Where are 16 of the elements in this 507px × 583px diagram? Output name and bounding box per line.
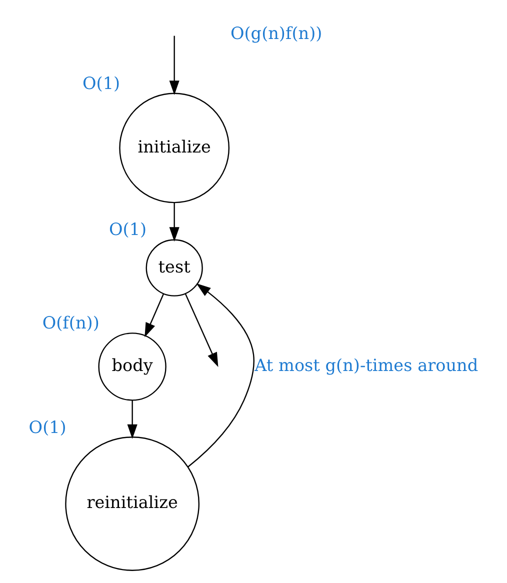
node-label: O(1)	[28, 416, 66, 437]
node-label: O(1)	[82, 72, 120, 93]
arrow	[187, 283, 254, 468]
label: O(g(n)f(n))	[230, 22, 322, 43]
edge-label: At most g(n)-times around	[254, 355, 478, 376]
arrow	[168, 36, 179, 95]
node-label: O(f(n))	[42, 312, 99, 333]
node-circle: reinitialize	[64, 436, 200, 571]
arrow	[126, 400, 137, 439]
arrow	[144, 294, 164, 338]
node-circle: test	[145, 239, 202, 296]
node-label: O(1)	[108, 219, 146, 240]
node-circle: body	[98, 332, 166, 401]
arrow	[168, 202, 179, 242]
arrow	[184, 294, 218, 368]
node-circle: initialize	[118, 92, 230, 204]
